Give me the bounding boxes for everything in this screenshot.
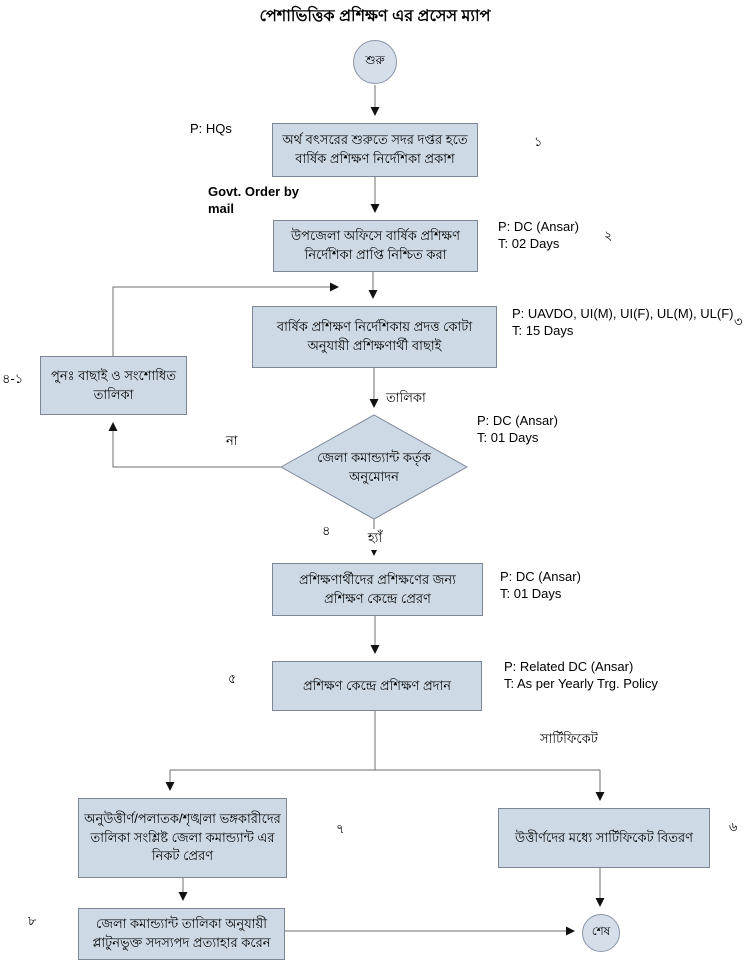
- rework-label: পুনঃ বাছাই ও সংশোধিত তালিকা: [51, 367, 176, 402]
- step2-label: উপজেলা অফিসে বার্ষিক প্রশিক্ষণ নির্দেশিক…: [291, 228, 460, 262]
- node-step1: অর্থ বৎসরের শুরুতে সদর দপ্তর হতে বার্ষিক…: [272, 123, 478, 177]
- rework-number: ৪-১: [2, 371, 24, 386]
- node-start-circle: শুরু: [353, 40, 397, 84]
- edge-label-yes: হ্যাঁ: [358, 529, 392, 550]
- step2-number: ২: [604, 228, 613, 243]
- step7-label: অনুউত্তীর্ণ/পলাতক/শৃঙ্খলা ভঙ্গকারীদের তা…: [84, 810, 281, 864]
- step6-label: উত্তীর্ণদের মধ্যে সার্টিফিকেট বিতরণ: [514, 829, 694, 845]
- note-step5: P: Related DC (Ansar) T: As per Yearly T…: [504, 659, 658, 693]
- note-govt-order: Govt. Order by mail: [208, 184, 299, 218]
- node-decision: জেলা কমান্ড্যান্ট কর্তৃক অনুমোদন: [299, 430, 449, 504]
- node-step7: অনুউত্তীর্ণ/পলাতক/শৃঙ্খলা ভঙ্গকারীদের তা…: [78, 798, 287, 878]
- decision-diamond-shape: [279, 414, 469, 520]
- note-decision-p: P: DC (Ansar): [477, 413, 558, 428]
- note-step2-p: P: DC (Ansar): [498, 219, 579, 234]
- node-step6: উত্তীর্ণদের মধ্যে সার্টিফিকেট বিতরণ: [498, 808, 710, 868]
- note-govt-order-line1: Govt. Order by: [208, 184, 300, 199]
- page-title: পেশাভিত্তিক প্রশিক্ষণ এর প্রসেস ম্যাপ: [259, 8, 491, 25]
- note-step4-p: P: DC (Ansar): [500, 569, 581, 584]
- edge-rework-merge: [112, 282, 339, 356]
- node-step5: প্রশিক্ষণ কেন্দ্রে প্রশিক্ষণ প্রদান: [272, 661, 482, 711]
- edge-label-certificate: সার্টিফিকেট: [540, 731, 598, 746]
- note-step3: P: UAVDO, UI(M), UI(F), UL(M), UL(F) T: …: [512, 306, 733, 340]
- note-step3-p: P: UAVDO, UI(M), UI(F), UL(M), UL(F): [512, 306, 734, 321]
- note-step5-p: P: Related DC (Ansar): [504, 659, 634, 674]
- note-decision: P: DC (Ansar) T: 01 Days: [477, 413, 558, 447]
- node-step8: জেলা কমান্ড্যান্ট তালিকা অনুযায়ী প্লাটু…: [78, 908, 285, 960]
- step1-number: ১: [534, 134, 543, 149]
- step6-number: ৬: [729, 819, 738, 834]
- step3-label: বার্ষিক প্রশিক্ষণ নির্দেশিকায় প্রদত্ত ক…: [276, 319, 473, 353]
- step4-label: প্রশিক্ষণার্থীদের প্রশিক্ষণের জন্য প্রশি…: [299, 571, 456, 606]
- note-step2-t: T: 02 Days: [498, 235, 560, 251]
- note-step4-t: T: 01 Days: [500, 585, 562, 601]
- edge-label-no: না: [226, 433, 238, 448]
- note-govt-order-line2: mail: [208, 200, 235, 216]
- decision-label: জেলা কমান্ড্যান্ট কর্তৃক অনুমোদন: [317, 449, 431, 485]
- step8-label: জেলা কমান্ড্যান্ট তালিকা অনুযায়ী প্লাটু…: [92, 916, 271, 950]
- step3-number: ৩: [734, 314, 743, 329]
- note-step5-t: T: As per Yearly Trg. Policy: [504, 675, 658, 691]
- edge-decision-no: [108, 422, 281, 468]
- step5-number: ৫: [228, 671, 237, 686]
- decision-number: ৪: [322, 523, 331, 538]
- note-step2: P: DC (Ansar) T: 02 Days: [498, 219, 579, 253]
- node-end-circle: শেষ: [582, 914, 620, 952]
- start-label: শুরু: [365, 53, 385, 67]
- note-step3-t: T: 15 Days: [512, 322, 574, 338]
- step8-number: ৮: [28, 913, 37, 928]
- step1-label: অর্থ বৎসরের শুরুতে সদর দপ্তর হতে বার্ষিক…: [282, 132, 468, 166]
- step5-label: প্রশিক্ষণ কেন্দ্রে প্রশিক্ষণ প্রদান: [302, 677, 452, 693]
- step7-number: ৭: [336, 821, 345, 836]
- note-decision-t: T: 01 Days: [477, 429, 539, 445]
- node-rework: পুনঃ বাছাই ও সংশোধিত তালিকা: [40, 356, 187, 415]
- note-hq: P: HQs: [190, 121, 232, 138]
- note-step4: P: DC (Ansar) T: 01 Days: [500, 569, 581, 603]
- node-step2: উপজেলা অফিসে বার্ষিক প্রশিক্ষণ নির্দেশিক…: [273, 220, 478, 272]
- end-label: শেষ: [591, 924, 611, 938]
- node-step4: প্রশিক্ষণার্থীদের প্রশিক্ষণের জন্য প্রশি…: [272, 563, 483, 616]
- edge-label-talika: তালিকা: [386, 390, 426, 405]
- node-step3: বার্ষিক প্রশিক্ষণ নির্দেশিকায় প্রদত্ত ক…: [252, 306, 497, 368]
- note-hq-p: P: HQs: [190, 121, 232, 136]
